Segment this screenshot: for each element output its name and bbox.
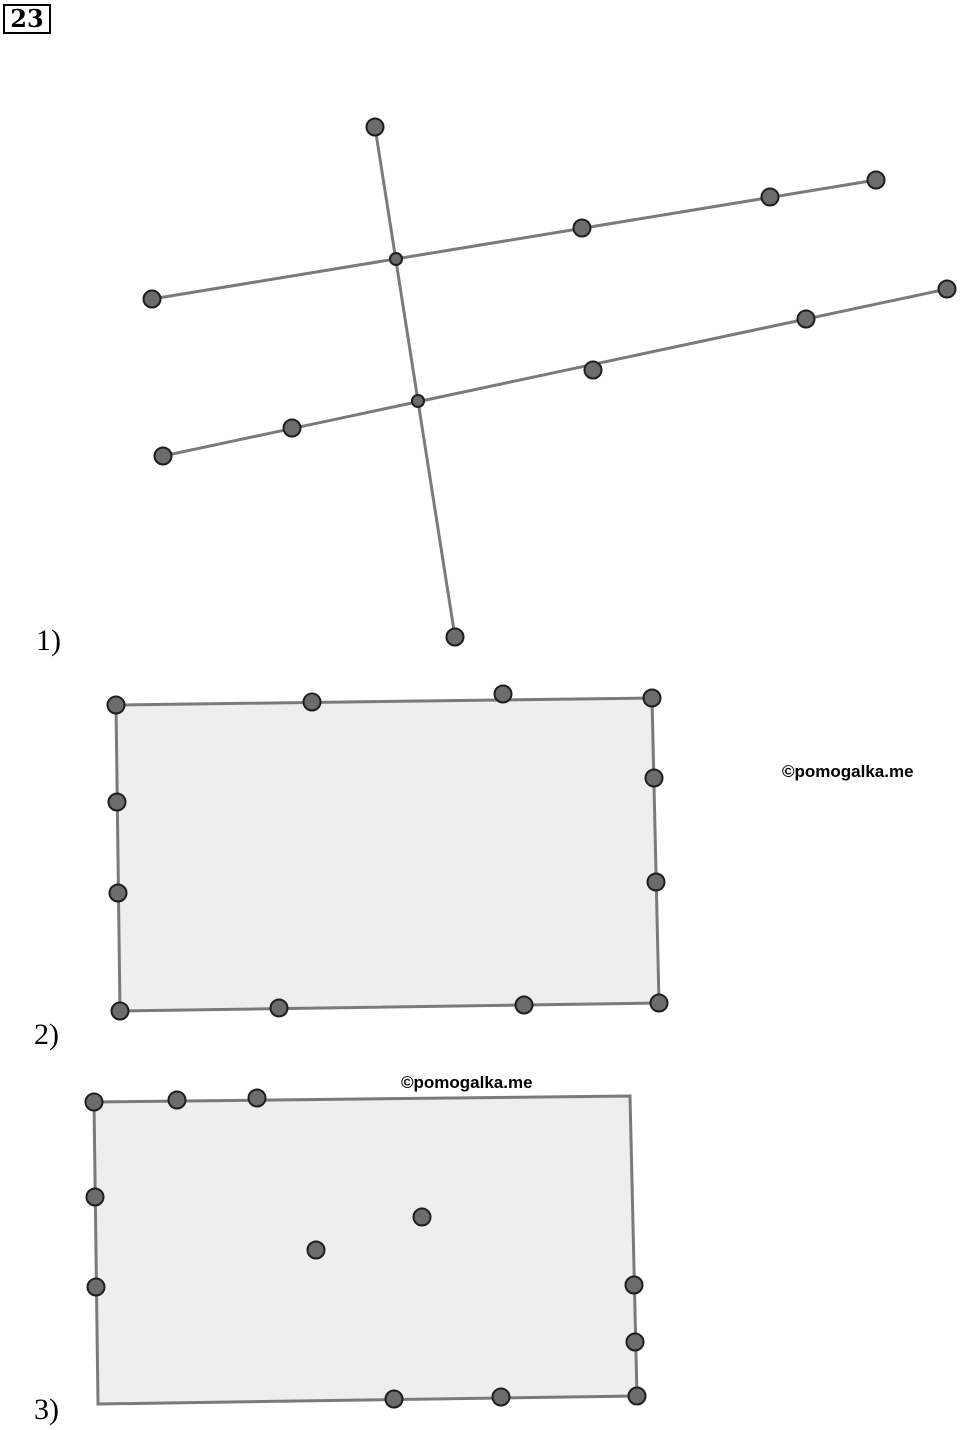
point: [866, 170, 886, 190]
point: [302, 692, 322, 712]
point: [106, 695, 126, 715]
point: [85, 1187, 105, 1207]
point: [84, 1092, 104, 1112]
point: [365, 117, 385, 137]
point: [110, 1001, 130, 1021]
point: [142, 289, 162, 309]
point: [624, 1275, 644, 1295]
point: [937, 279, 957, 299]
point: [491, 1387, 511, 1407]
figure-1: [142, 117, 957, 647]
transversal-line: [373, 126, 457, 638]
quadrilateral-3: [92, 1094, 639, 1406]
quadrilateral-2: [114, 696, 661, 1013]
problem-number: 23: [3, 4, 51, 34]
point: [86, 1277, 106, 1297]
point: [649, 993, 669, 1013]
point: [514, 995, 534, 1015]
figure-3: [84, 1088, 647, 1409]
point: [282, 418, 302, 438]
point: [646, 872, 666, 892]
figure-label-2: 2): [34, 1018, 59, 1051]
intersection-point: [411, 394, 425, 408]
figure-2: [106, 684, 669, 1021]
point: [269, 998, 289, 1018]
point: [384, 1389, 404, 1409]
point: [642, 688, 662, 708]
watermark-upper: ©pomogalka.me: [782, 762, 914, 781]
point: [247, 1088, 267, 1108]
point: [625, 1332, 645, 1352]
figure-label-3: 3): [34, 1393, 59, 1426]
point: [108, 883, 128, 903]
interior-point: [306, 1240, 326, 1260]
point: [107, 792, 127, 812]
point: [445, 627, 465, 647]
watermark-lower: ©pomogalka.me: [401, 1073, 533, 1092]
point: [760, 187, 780, 207]
point: [153, 446, 173, 466]
point: [572, 218, 592, 238]
lower-line: [162, 287, 948, 458]
interior-point: [412, 1207, 432, 1227]
point: [644, 768, 664, 788]
point: [493, 684, 513, 704]
point: [796, 309, 816, 329]
point: [167, 1090, 187, 1110]
point: [627, 1386, 647, 1406]
intersection-point: [389, 252, 403, 266]
upper-line: [151, 178, 877, 301]
figure-label-1: 1): [36, 624, 61, 657]
point: [583, 360, 603, 380]
